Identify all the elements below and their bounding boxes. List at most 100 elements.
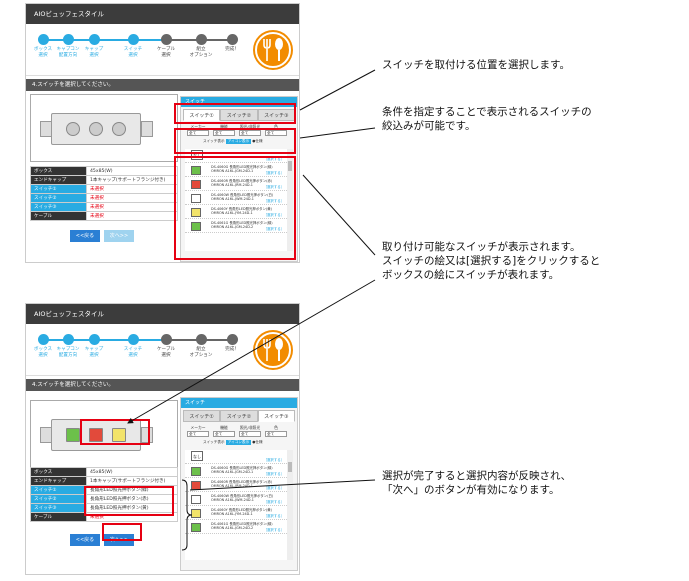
step-dot	[226, 334, 238, 345]
switch-slot-1[interactable]	[66, 122, 80, 136]
list-item[interactable]: DS-4060G 長角形LED照光押ボタン(緑) OMRON A16L-JGM-…	[185, 464, 293, 478]
tab-switch-2[interactable]: スイッチ②	[220, 109, 258, 121]
arrow-switch-list	[302, 174, 376, 256]
app-title: AIOビュッフェスタイル	[26, 304, 299, 324]
scrollbar-thumb[interactable]	[288, 161, 292, 171]
icon-view-toggle[interactable]: アイコン表示	[225, 139, 252, 144]
list-item-none[interactable]: なし［選択する］	[185, 450, 293, 464]
app-title: AIOビュッフェスタイル	[26, 4, 299, 24]
step-dot	[195, 34, 207, 45]
box-ear-right	[141, 427, 153, 443]
filter-area: メーカー全て 機能全て 照光/非照光全て 色全て スイッチ表示 アイコン表示 ●…	[185, 425, 293, 447]
screenshot-step-initial: AIOビュッフェスタイル ボックス 選択 キャプコン 配置方向 キャップ 選択 …	[25, 3, 300, 263]
switch-slot-2[interactable]	[89, 122, 103, 136]
icon-view-toggle[interactable]: アイコン表示	[225, 440, 252, 445]
tab-switch-3[interactable]: スイッチ③	[257, 410, 295, 422]
list-scrollbar[interactable]	[287, 450, 293, 560]
filter-color-select[interactable]: 全て	[265, 130, 287, 136]
step-dot	[160, 34, 172, 45]
switch-tabs: スイッチ① スイッチ② スイッチ③	[183, 109, 295, 121]
filter-lighting-select[interactable]: 全て	[239, 130, 261, 136]
filter-maker-select[interactable]: 全て	[187, 130, 209, 136]
filter-maker-select[interactable]: 全て	[187, 431, 209, 437]
filter-color-select[interactable]: 全て	[265, 431, 287, 437]
callout-tab-select: スイッチを取付ける位置を選択します。	[382, 59, 570, 71]
filter-maker: メーカー全て	[187, 425, 209, 437]
filter-function-select[interactable]: 全て	[213, 130, 235, 136]
progress-line-done	[42, 39, 164, 41]
scrollbar-thumb[interactable]	[288, 462, 292, 472]
tab-switch-1[interactable]: スイッチ①	[183, 410, 221, 422]
fork-spoon-logo-icon	[253, 330, 293, 370]
callout-complete: 選択が完了すると選択内容が反映され、 「次へ」のボタンが有効になります。	[382, 470, 572, 496]
arrow-tab-select	[299, 69, 376, 111]
step-capcon[interactable]: キャプコン 配置方向	[48, 34, 88, 59]
switch-slot-3[interactable]	[112, 428, 126, 442]
prev-button[interactable]: <<戻る	[70, 534, 100, 546]
box-ear-right	[141, 121, 153, 137]
arrow-filter	[299, 127, 376, 139]
switch-slot-3[interactable]	[112, 122, 126, 136]
step-switch[interactable]: スイッチ 選択	[113, 34, 153, 59]
none-thumb[interactable]: なし	[191, 150, 203, 160]
callout-switch-list: 取り付け可能なスイッチが表示されます。 スイッチの絵又は[選択する]をクリックす…	[382, 241, 601, 281]
switch-thumb[interactable]	[191, 194, 201, 203]
switch-thumb[interactable]	[191, 509, 201, 518]
highlight-box-preview	[80, 419, 150, 445]
step-dot	[62, 334, 74, 345]
highlight-next-button	[102, 523, 142, 541]
switch-thumb[interactable]	[191, 523, 201, 532]
switch-tabs: スイッチ① スイッチ② スイッチ③	[183, 410, 295, 422]
switch-thumb[interactable]	[191, 166, 201, 175]
list-item[interactable]: DS-4061G 長角形LED照光押ボタン(緑) OMRON A16L-JGM-…	[185, 520, 293, 534]
fork-spoon-logo-icon	[253, 30, 293, 70]
list-scrollbar[interactable]	[287, 149, 293, 251]
step-cap[interactable]: キャップ 選択	[74, 34, 114, 59]
none-thumb[interactable]: なし	[191, 451, 203, 461]
switch-slot-1[interactable]	[66, 428, 80, 442]
display-toggle: スイッチ表示 アイコン表示 ●仕様	[203, 440, 263, 445]
step-cable: ケーブル 選択	[146, 34, 186, 59]
list-item[interactable]: DS-4060Y 長角形LED照光押ボタン(黄) OMRON A16L-JYM-…	[185, 205, 293, 219]
screenshot-step-selected: AIOビュッフェスタイル ボックス 選択 キャプコン 配置方向 キャップ 選択 …	[25, 303, 300, 575]
switch-thumb[interactable]	[191, 208, 201, 217]
filter-color: 色全て	[265, 124, 287, 136]
list-item[interactable]: DS-4060W 長角形LED照光押ボタン(白) OMRON A16L-JWM-…	[185, 191, 293, 205]
prev-button[interactable]: <<戻る	[70, 230, 100, 242]
switch-thumb[interactable]	[191, 481, 201, 490]
list-item[interactable]: DS-4060R 長角形LED照光押ボタン(赤) OMRON A16L-JRM-…	[185, 478, 293, 492]
step-cap[interactable]: キャップ 選択	[74, 334, 114, 359]
list-item-none[interactable]: なし［選択する］	[185, 149, 293, 163]
switch-thumb[interactable]	[191, 180, 201, 189]
filter-lighting: 照光/非照光全て	[239, 124, 261, 136]
tab-switch-2[interactable]: スイッチ②	[220, 410, 258, 422]
filter-function: 機能全て	[213, 124, 235, 136]
step-complete: 完成！	[212, 34, 252, 53]
highlight-switch-list	[174, 156, 296, 260]
list-item[interactable]: DS-4060R 長角形LED照光押ボタン(赤) OMRON A16L-JRM-…	[185, 177, 293, 191]
list-item[interactable]: DS-4060Y 長角形LED照光押ボタン(黄) OMRON A16L-JYM-…	[185, 506, 293, 520]
filter-function-select[interactable]: 全て	[213, 431, 235, 437]
filter-lighting-select[interactable]: 全て	[239, 431, 261, 437]
step-dot	[127, 34, 139, 45]
step-box[interactable]: ボックス 選択	[26, 334, 63, 359]
box-body	[51, 113, 141, 145]
list-item[interactable]: DS-4060G 長角形LED照光押ボタン(緑) OMRON A16L-JGM-…	[185, 163, 293, 177]
filter-color: 色全て	[265, 425, 287, 437]
switch-thumb[interactable]	[191, 222, 201, 231]
switch-thumb[interactable]	[191, 495, 201, 504]
list-item[interactable]: DS-4061G 長角形LED照光押ボタン(緑) OMRON A16L-JGM-…	[185, 219, 293, 233]
highlight-switch-values	[84, 486, 174, 516]
step-box[interactable]: ボックス 選択	[26, 34, 63, 59]
switch-thumb[interactable]	[191, 467, 201, 476]
switch-slot-2[interactable]	[89, 428, 103, 442]
step-assembly: 組立 オプション	[181, 34, 221, 59]
list-item[interactable]: DS-4060W 長角形LED照光押ボタン(白) OMRON A16L-JWM-…	[185, 492, 293, 506]
step-capcon[interactable]: キャプコン 配置方向	[48, 334, 88, 359]
tab-switch-1[interactable]: スイッチ①	[183, 109, 221, 121]
table-row: ケーブル未選択	[30, 211, 178, 221]
step-dot	[62, 34, 74, 45]
